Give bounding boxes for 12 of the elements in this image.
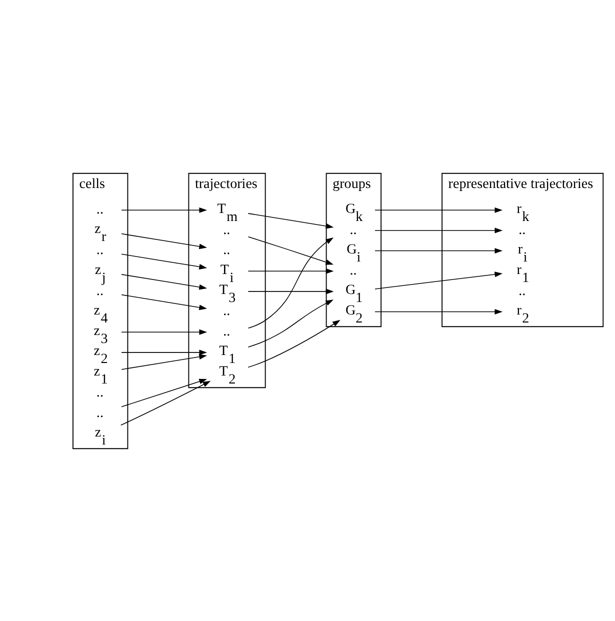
node-text: .. [96,404,104,420]
node-text: .. [518,221,526,238]
node-text: .. [223,323,230,340]
node-text: .. [350,221,357,238]
node-text: .. [96,242,104,258]
node-text: .. [223,221,230,238]
node-text: .. [223,242,230,258]
node-text: .. [223,302,230,319]
node-text: .. [518,282,526,298]
node-text: .. [96,201,104,218]
node-text: .. [96,384,104,400]
node-text: .. [350,262,357,278]
